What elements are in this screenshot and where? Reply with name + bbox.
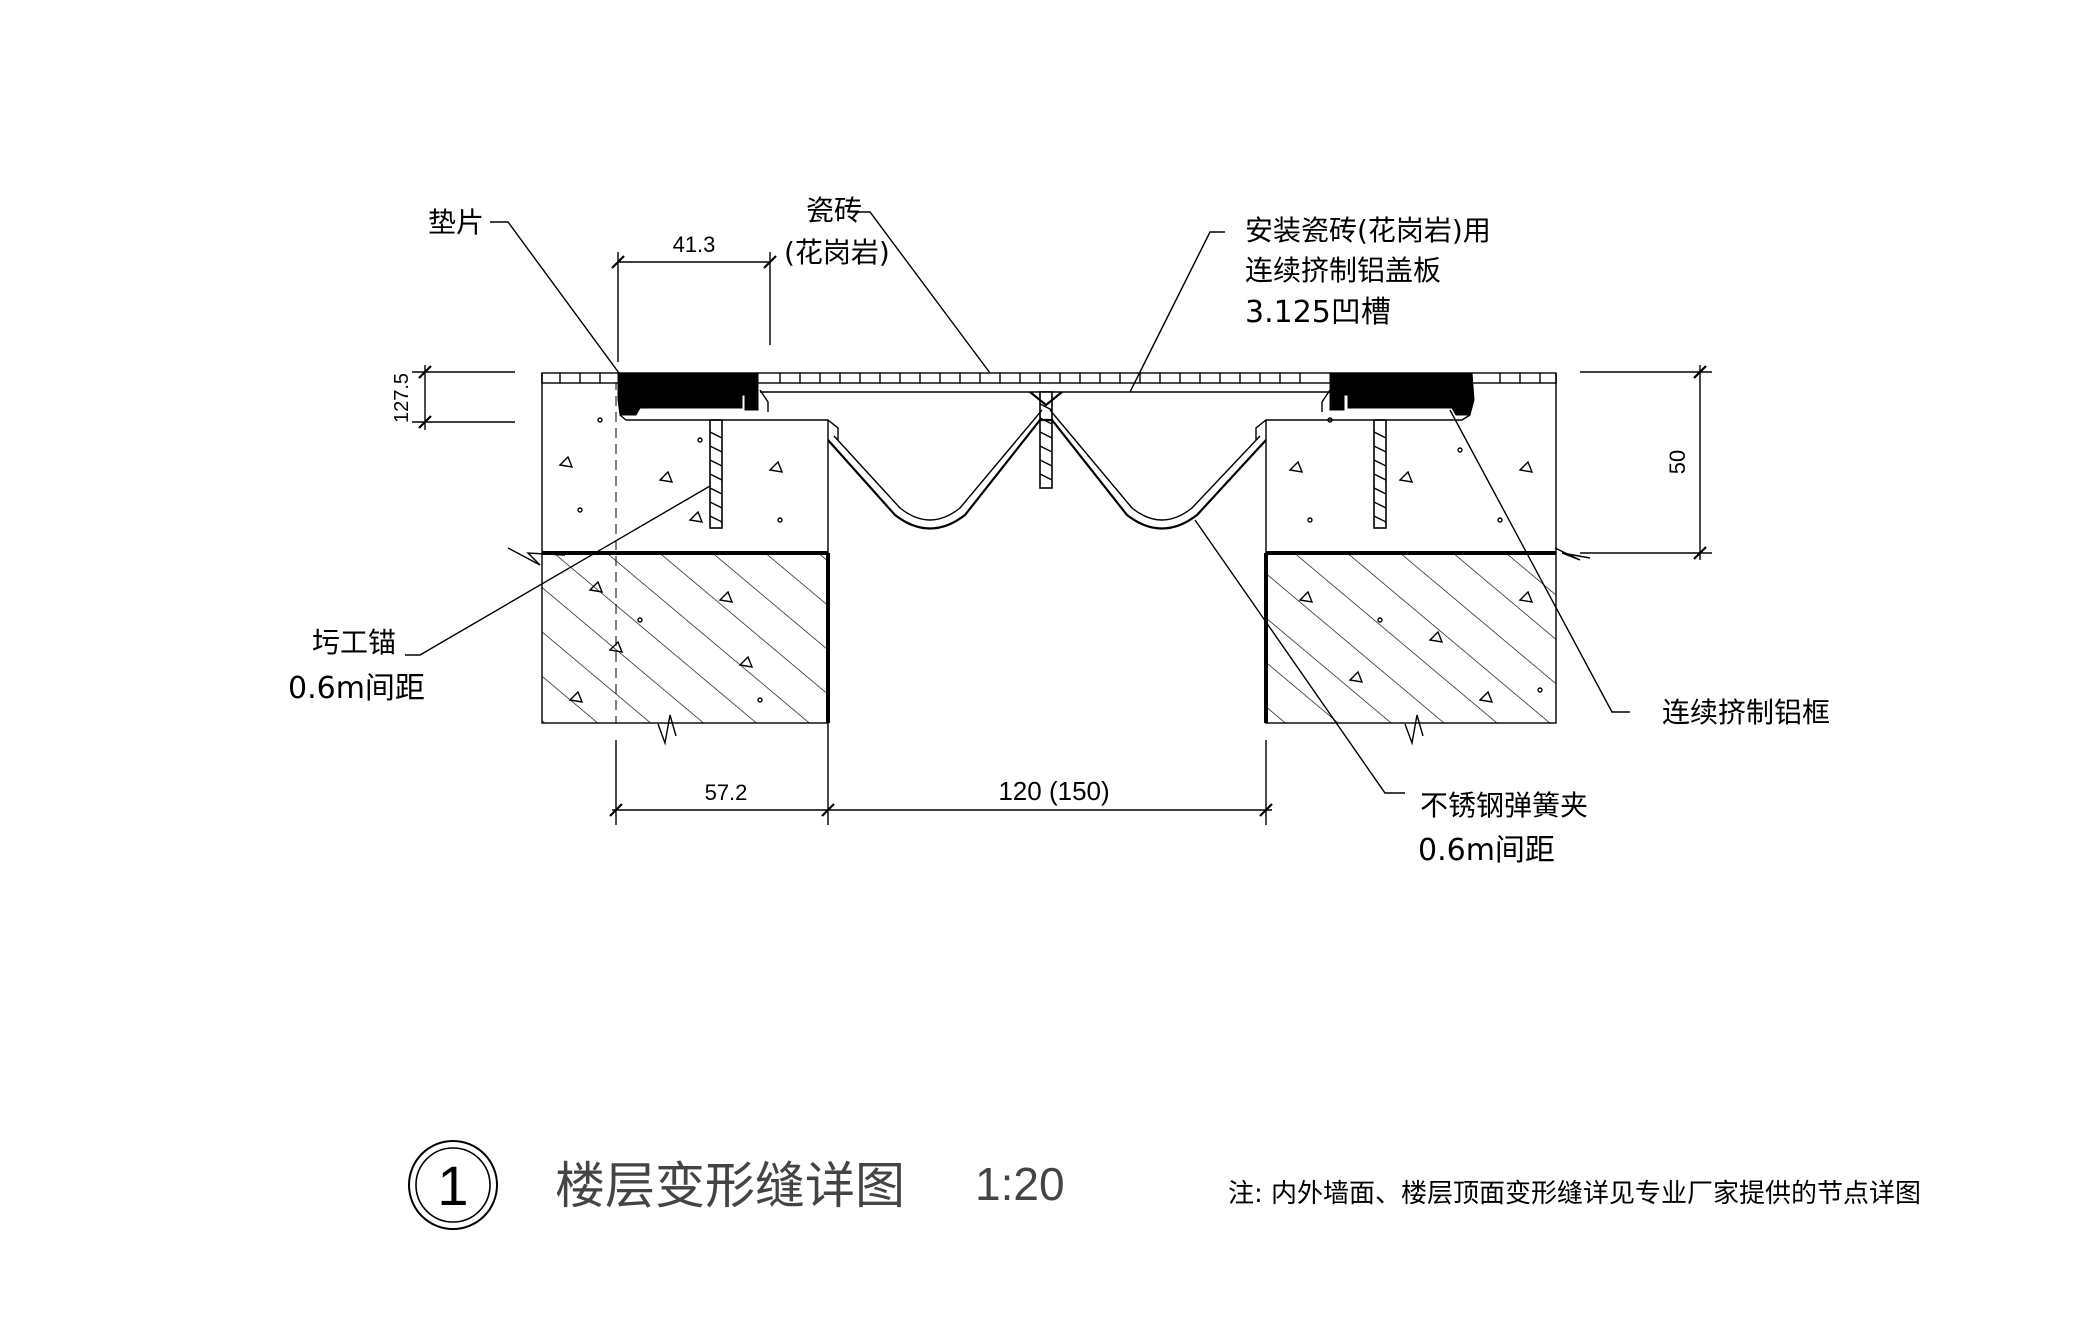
center-bolt [1029, 391, 1063, 489]
label-cover-line3: 3.125凹槽 [1245, 295, 1391, 330]
dim-41-3: 41.3 [673, 232, 716, 257]
dim-127-5: 127.5 [391, 373, 413, 423]
right-aggregate [1288, 417, 1543, 703]
left-aggregate [558, 417, 784, 703]
label-clip-line1: 不锈钢弹簧夹 [1420, 789, 1588, 822]
left-aluminum-frame [617, 372, 759, 416]
label-cover-line2: 连续挤制铝盖板 [1245, 254, 1441, 287]
left-masonry-anchor [709, 419, 723, 529]
label-cover-line1: 安装瓷砖(花岗岩)用 [1245, 214, 1491, 247]
dimension-lines [412, 252, 1712, 825]
label-tile-granite: (花岗岩) [784, 236, 890, 269]
label-frame: 连续挤制铝框 [1662, 696, 1830, 729]
label-anchor-line2: 0.6m间距 [288, 671, 425, 706]
left-structural-slab [541, 552, 829, 724]
title-number: 1 [437, 1154, 468, 1217]
spring-clip [827, 409, 1267, 530]
right-structural-slab [1265, 552, 1557, 724]
right-aluminum-frame [1329, 372, 1475, 416]
drawing-title: 楼层变形缝详图 [555, 1157, 905, 1215]
drawing-scale: 1:20 [975, 1158, 1065, 1210]
right-slab [1264, 373, 1591, 746]
dim-120: 120 (150) [998, 776, 1109, 806]
dim-57-2: 57.2 [705, 780, 748, 805]
label-clip-line2: 0.6m间距 [1418, 833, 1555, 868]
tile-cover-plate [541, 372, 1557, 440]
drawing-note: 注: 内外墙面、楼层顶面变形缝详见专业厂家提供的节点详图 [1228, 1179, 1921, 1209]
leader-lines [405, 211, 1630, 794]
dim-50: 50 [1665, 450, 1690, 474]
label-anchor-line1: 圬工锚 [312, 626, 396, 659]
label-tile: 瓷砖 [806, 194, 862, 227]
right-masonry-anchor [1373, 419, 1387, 529]
title-number-badge: 1 [408, 1140, 498, 1230]
left-slab [507, 373, 830, 746]
label-gasket: 垫片 [428, 206, 484, 239]
